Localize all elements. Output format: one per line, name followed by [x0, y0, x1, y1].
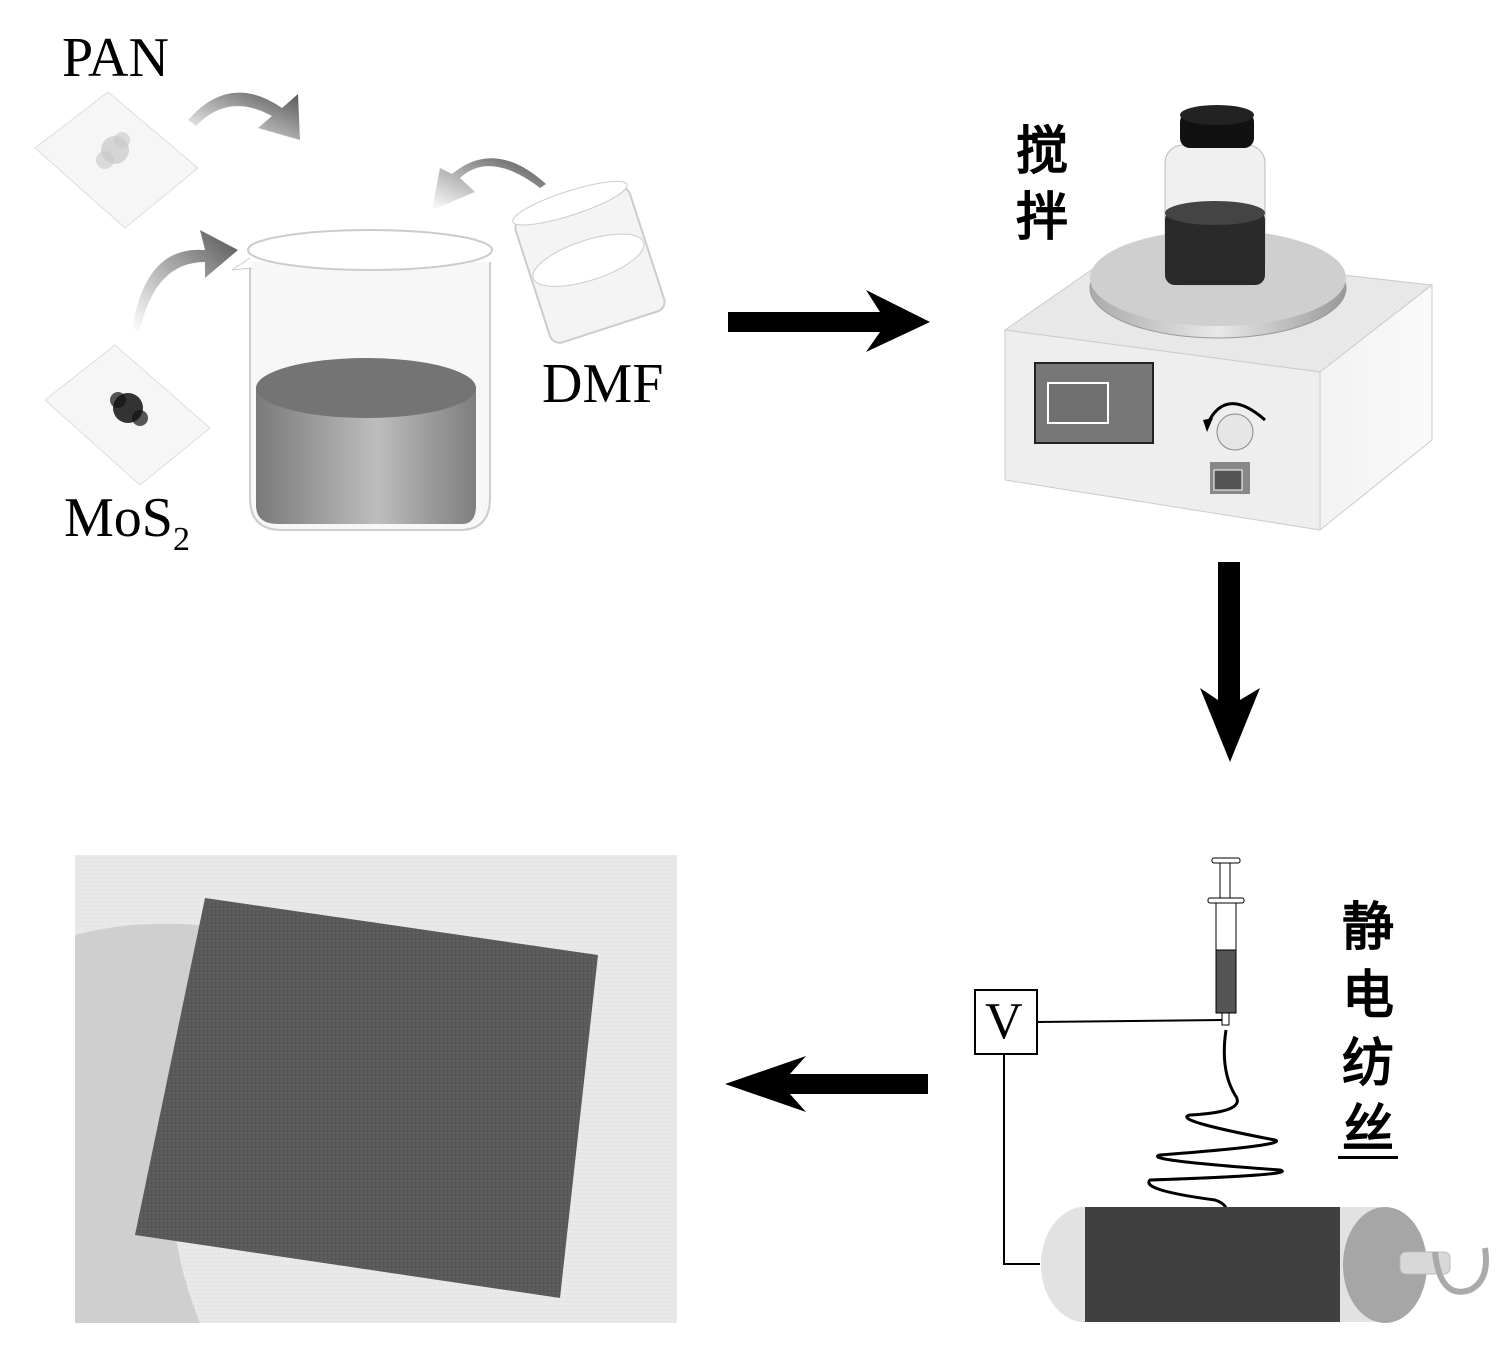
mos2-base: MoS: [64, 487, 173, 549]
rotation-arrow-icon: [1432, 1247, 1489, 1295]
electrospinning-char-4: 丝: [1338, 1104, 1398, 1159]
rotate-arrow-icon: [1205, 402, 1266, 426]
arrow-right-icon: [728, 290, 930, 352]
sample-vial: [1164, 105, 1266, 286]
mos2-powder-paper: [44, 344, 211, 486]
speed-knob: [1216, 413, 1254, 451]
pan-label: PAN: [62, 27, 169, 89]
curved-arrow-dmf-icon: [432, 158, 546, 210]
mos2-pan-membrane: [135, 898, 598, 1298]
electrospinning-char-1: 静: [1341, 898, 1394, 958]
mixing-beaker: [231, 229, 493, 531]
stirring-char-1: 搅: [1015, 122, 1068, 182]
fiber-jet: [1147, 1029, 1284, 1216]
dmf-label: DMF: [542, 353, 664, 415]
curved-arrow-pan-icon: [188, 92, 300, 140]
voltage-source: [974, 989, 1038, 1055]
stirring-char-2: 拌: [1015, 188, 1068, 248]
voltage-label: V: [985, 993, 1023, 1050]
electrospinning-char-2: 电: [1341, 966, 1394, 1026]
mos2-subscript: 2: [172, 521, 190, 558]
electrospinning-char-3: 纺: [1341, 1034, 1394, 1094]
electrospinning-setup: [974, 857, 1489, 1323]
mos2-label: MoS2: [64, 490, 190, 557]
pan-powder-paper: [34, 91, 199, 229]
dmf-beaker: [512, 180, 666, 344]
membrane-photo: [75, 855, 677, 1323]
syringe-plunger: [1211, 857, 1241, 864]
arrow-down-icon: [1200, 562, 1260, 762]
curved-arrow-mos2-icon: [132, 230, 238, 330]
magnetic-stirrer: [1003, 230, 1434, 532]
arrow-left-icon: [725, 1056, 928, 1112]
